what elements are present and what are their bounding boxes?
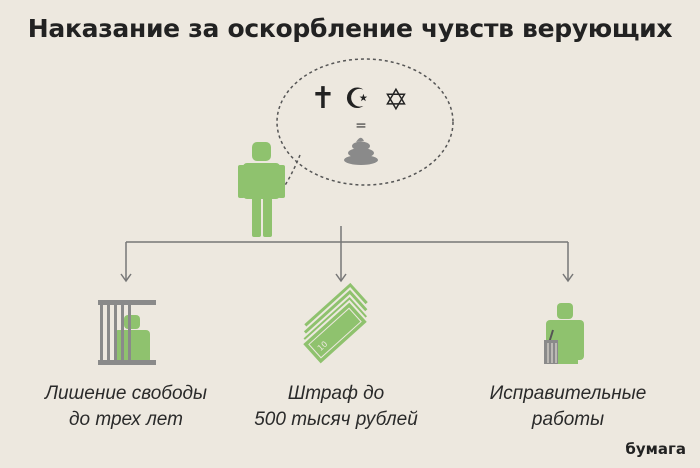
- jail-icon: [98, 300, 156, 365]
- outcome-fine-caption: Штраф до 500 тысяч рублей: [226, 381, 446, 433]
- outcome-jail-line2: до трех лет: [69, 409, 183, 430]
- broom-worker-icon: [544, 303, 584, 364]
- branch-connector: [120, 226, 574, 283]
- page-title: Наказание за оскорбление чувств верующих: [27, 14, 673, 43]
- poop-icon: [344, 137, 378, 165]
- brand-logo: бумага: [625, 440, 686, 458]
- outcome-labor-line1: Исправительные: [489, 383, 647, 404]
- star-of-david-icon: ✡: [383, 83, 408, 118]
- person-figure: [238, 142, 285, 237]
- outcome-fine-line1: Штраф до: [287, 383, 385, 404]
- equals-sign: =: [355, 118, 367, 134]
- money-icon: 10: [300, 279, 371, 367]
- outcome-fine-line2: 500 тысяч рублей: [254, 409, 418, 430]
- crescent-icon: ☪: [344, 82, 369, 115]
- outcome-jail-line1: Лишение свободы: [44, 383, 208, 404]
- outcome-jail-caption: Лишение свободы до трех лет: [16, 381, 236, 433]
- outcome-labor-caption: Исправительные работы: [458, 381, 678, 433]
- outcome-labor-line2: работы: [531, 409, 605, 430]
- cross-icon: ✝: [310, 81, 335, 116]
